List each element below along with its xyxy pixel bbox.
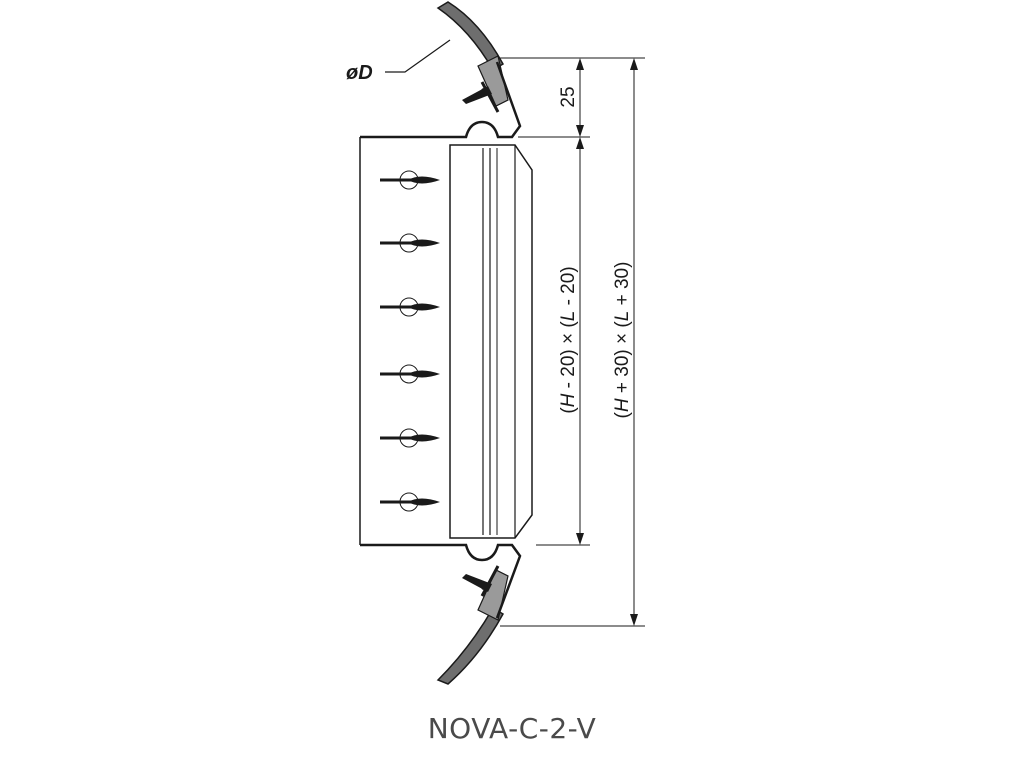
damper-blade [380, 297, 440, 317]
diameter-label: øD [346, 62, 373, 84]
grille-body [359, 137, 533, 545]
outer-size-label: (H + 30) × (L + 30) [612, 262, 633, 419]
damper-blade [380, 170, 440, 190]
dimension-outer-size [500, 57, 645, 627]
inner-size-label: (H - 20) × (L - 20) [558, 266, 579, 413]
screw-bottom [462, 565, 500, 597]
screw-top [462, 81, 500, 113]
damper-blade [380, 364, 440, 384]
model-caption: NOVA-C-2-V [427, 712, 597, 745]
diameter-leader [385, 39, 451, 73]
damper-blade [380, 233, 440, 253]
damper-blade [380, 428, 440, 448]
duct-wall-top [436, 1, 505, 72]
duct-wall-bottom [436, 606, 505, 685]
dimension-collar-height [500, 57, 590, 138]
damper-blade [380, 492, 440, 512]
collar-top [360, 61, 522, 139]
dimension-inner-size [536, 137, 590, 546]
collar-bottom [360, 543, 522, 619]
collar-height-label: 25 [558, 86, 579, 107]
